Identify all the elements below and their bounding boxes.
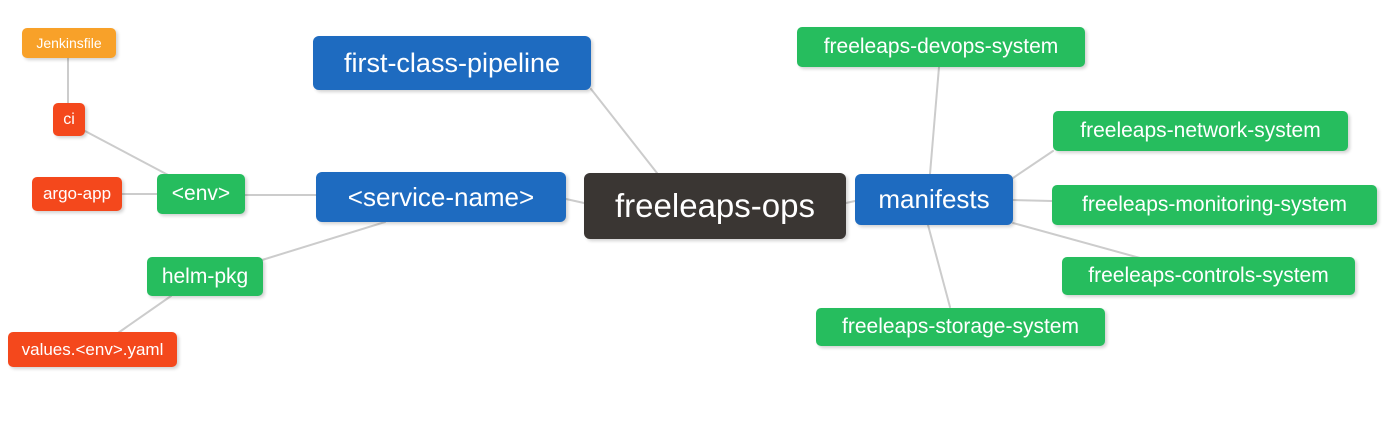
edge-manifests-devops <box>929 66 940 175</box>
node-values-env-yaml[interactable]: values.<env>.yaml <box>8 332 177 367</box>
node-argo-app[interactable]: argo-app <box>32 177 122 211</box>
node-freeleaps-network-system[interactable]: freeleaps-network-system <box>1053 111 1348 151</box>
node-freeleaps-network-system-label: freeleaps-network-system <box>1080 119 1321 142</box>
node-env-label: <env> <box>171 182 231 205</box>
edge-manifests-controls <box>1012 222 1141 259</box>
edge-root-manifests <box>845 200 856 204</box>
node-jenkinsfile[interactable]: Jenkinsfile <box>22 28 116 58</box>
edge-manifests-storage <box>927 224 951 308</box>
edge-service-root <box>565 198 585 204</box>
node-ci-label: ci <box>63 110 75 128</box>
node-freeleaps-ops-root[interactable]: freeleaps-ops <box>584 173 846 239</box>
edge-pipeline-root <box>590 88 658 174</box>
node-env[interactable]: <env> <box>157 174 245 214</box>
node-helm-pkg[interactable]: helm-pkg <box>147 257 263 296</box>
node-manifests[interactable]: manifests <box>855 174 1013 225</box>
node-service-name[interactable]: <service-name> <box>316 172 566 222</box>
node-freeleaps-storage-system-label: freeleaps-storage-system <box>842 315 1079 338</box>
node-freeleaps-devops-system[interactable]: freeleaps-devops-system <box>797 27 1085 67</box>
edge-service-helm <box>261 221 386 261</box>
node-freeleaps-monitoring-system[interactable]: freeleaps-monitoring-system <box>1052 185 1377 225</box>
node-freeleaps-monitoring-system-label: freeleaps-monitoring-system <box>1082 193 1347 216</box>
edge-helm-values <box>117 295 172 334</box>
node-manifests-label: manifests <box>878 184 990 214</box>
node-argo-app-label: argo-app <box>42 184 112 203</box>
node-ci[interactable]: ci <box>53 103 85 136</box>
node-service-name-label: <service-name> <box>347 181 535 212</box>
edge-manifests-monitoring <box>1012 199 1053 202</box>
node-first-class-pipeline[interactable]: first-class-pipeline <box>313 36 591 90</box>
node-freeleaps-controls-system-label: freeleaps-controls-system <box>1088 264 1329 287</box>
node-freeleaps-storage-system[interactable]: freeleaps-storage-system <box>816 308 1105 346</box>
node-first-class-pipeline-label: first-class-pipeline <box>343 47 561 78</box>
edge-ci-env <box>84 130 171 177</box>
node-freeleaps-ops-label: freeleaps-ops <box>615 187 815 224</box>
node-values-env-yaml-label: values.<env>.yaml <box>21 339 164 359</box>
node-jenkinsfile-label: Jenkinsfile <box>36 35 102 51</box>
node-helm-pkg-label: helm-pkg <box>161 264 249 288</box>
node-freeleaps-devops-system-label: freeleaps-devops-system <box>823 35 1059 58</box>
node-freeleaps-controls-system[interactable]: freeleaps-controls-system <box>1062 257 1355 295</box>
edge-manifests-network <box>1012 150 1054 179</box>
